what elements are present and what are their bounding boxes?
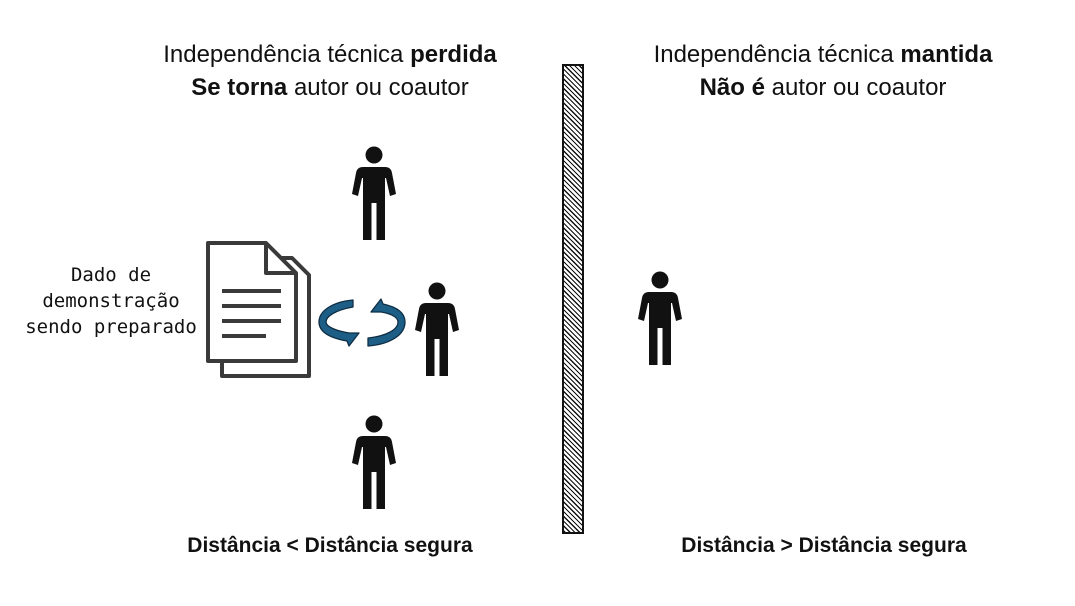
person-icon xyxy=(352,415,396,509)
right-heading: Independência técnica mantida Não é auto… xyxy=(618,38,1028,104)
person-icon xyxy=(415,282,459,376)
cycle-arrows-icon xyxy=(318,298,406,347)
right-heading-line-1: Independência técnica mantida xyxy=(653,41,993,68)
person-icon xyxy=(638,271,682,365)
left-heading-line-2: Se torna autor ou coautor xyxy=(191,74,469,101)
wall xyxy=(562,64,584,534)
left-heading-line-1: Independência técnica perdida xyxy=(163,41,497,68)
left-heading: Independência técnica perdida Se torna a… xyxy=(125,38,535,104)
right-distance-label: Distância > Distância segura xyxy=(681,534,967,557)
person-icon xyxy=(352,146,396,240)
document-label: Dado de demonstração sendo preparado xyxy=(25,264,197,338)
left-distance-label: Distância < Distância segura xyxy=(187,534,473,557)
right-heading-line-2: Não é autor ou coautor xyxy=(699,74,947,101)
document-icon xyxy=(206,241,311,378)
